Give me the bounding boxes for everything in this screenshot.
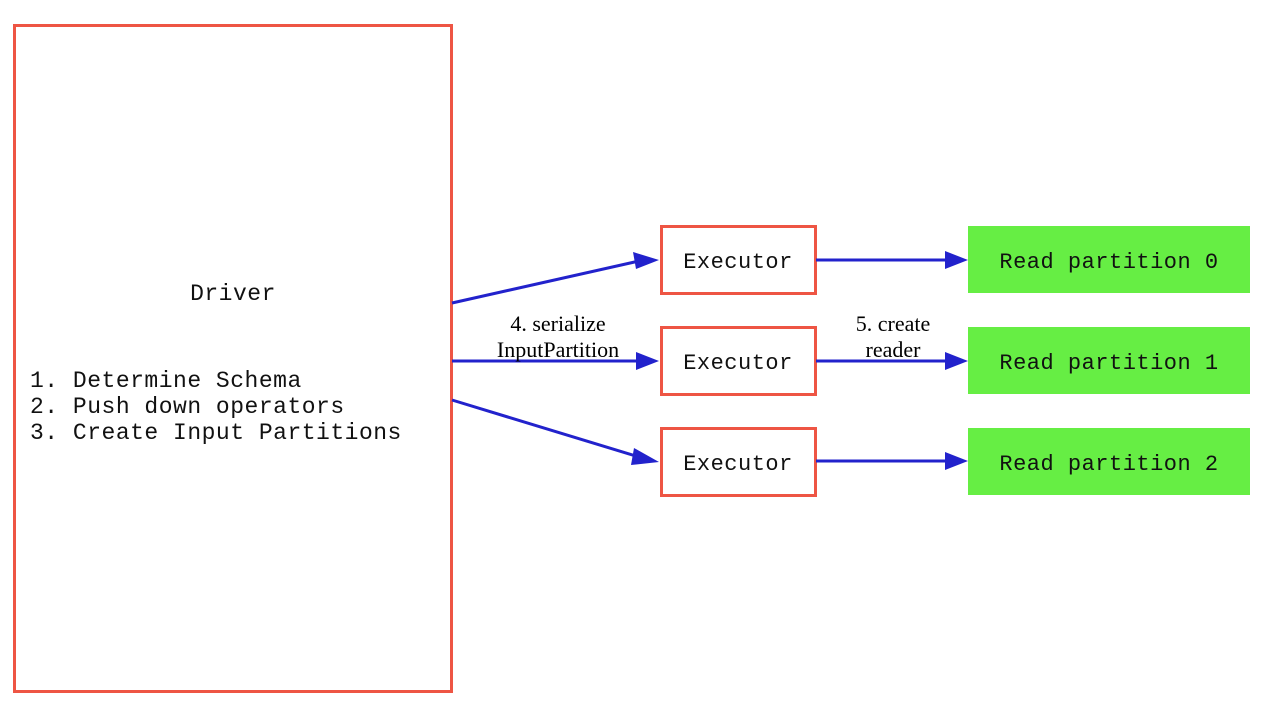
arrow-executor-1-to-partition-0 [816, 251, 968, 269]
arrow-driver-to-executor-2 [452, 352, 659, 370]
driver-title: Driver [190, 281, 276, 307]
driver-step-3: 3. Create Input Partitions [30, 420, 402, 446]
arrow-driver-to-executor-1 [451, 252, 659, 305]
arrow-driver-to-executor-3 [451, 398, 659, 465]
partition-box-1 [968, 327, 1250, 394]
executor-label-1: Executor [683, 250, 793, 275]
partition-label-2: Read partition 2 [999, 452, 1218, 477]
arrow-executor-2-to-partition-1 [816, 352, 968, 370]
driver-step-2: 2. Push down operators [30, 394, 345, 420]
edge-label-serialize-line1: 4. serialize [510, 311, 605, 336]
executor-box-1 [660, 225, 817, 295]
partition-box-0 [968, 226, 1250, 293]
driver-box [13, 24, 453, 693]
executor-box-3 [660, 427, 817, 497]
driver-step-1: 1. Determine Schema [30, 368, 302, 394]
edge-label-create-reader-line2: reader [866, 337, 922, 362]
edge-label-create-reader-line1: 5. create [856, 311, 931, 336]
edge-label-serialize-line2: InputPartition [497, 337, 619, 362]
partition-label-1: Read partition 1 [999, 351, 1218, 376]
partition-box-2 [968, 428, 1250, 495]
executor-label-2: Executor [683, 351, 793, 376]
executor-box-2 [660, 326, 817, 396]
partition-label-0: Read partition 0 [999, 250, 1218, 275]
executor-label-3: Executor [683, 452, 793, 477]
arrow-executor-3-to-partition-2 [816, 452, 968, 470]
